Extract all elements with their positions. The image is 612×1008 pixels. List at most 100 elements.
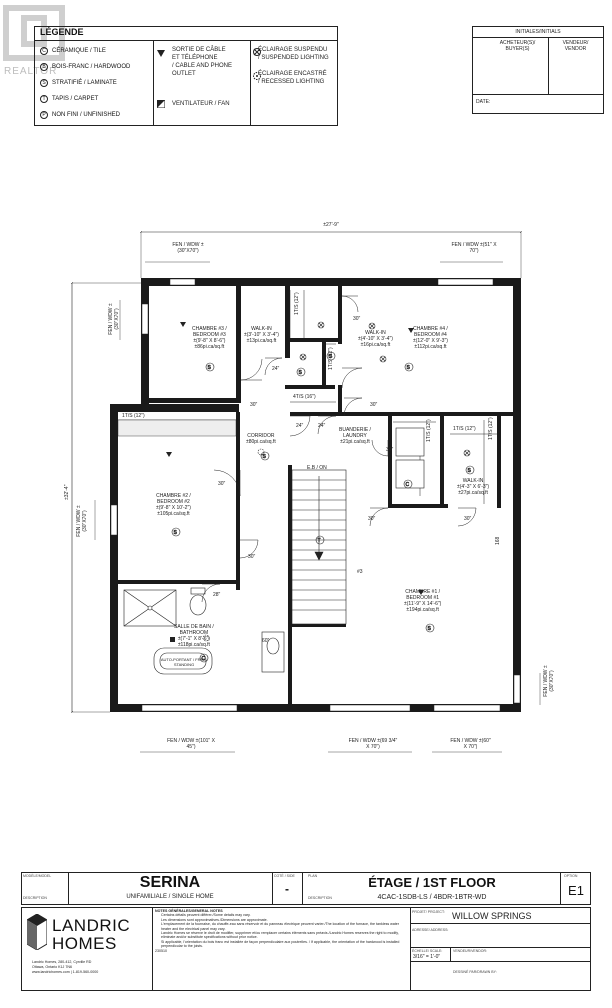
plan-field-label: PLAN <box>308 874 318 878</box>
shelf-walkin1-side: 1T/S (12") <box>488 417 494 440</box>
company-logo <box>27 914 47 950</box>
svg-text:S: S <box>299 370 303 376</box>
window-left-lower: FEN / WDW ±(30"X70") <box>76 505 88 537</box>
company-address-3: www.landrichomes.com | 1-819-560-0000 <box>32 970 99 974</box>
svg-text:S: S <box>407 365 411 371</box>
floor-plan: S S S S C S S C S S T <box>0 0 541 753</box>
tile-icon: C <box>40 47 48 55</box>
fixtures-symbols: S S S S C S S C S S T <box>171 321 475 663</box>
vendor-label: VENDEUR/ VENDOR <box>562 40 589 52</box>
legend-title-bar <box>34 26 338 41</box>
cable-legend-1: SORTIE DE CÂBLE <box>172 47 226 53</box>
company-address-1: Landric Homes, 280-412, Cyrville RD <box>32 960 92 964</box>
option-field-label: OPTION <box>564 874 578 878</box>
door-36: 36" <box>386 447 394 453</box>
hardwood-icon: B <box>40 63 48 71</box>
svg-text:C: C <box>202 656 206 662</box>
door-24-c: 24" <box>272 366 280 372</box>
cable-legend-3: / CABLE AND PHONE <box>172 63 233 69</box>
watermark-text: REALTOR <box>4 66 58 77</box>
initials-box <box>472 26 604 114</box>
model-description: UNIFAMILIALE / SINGLE HOME <box>126 894 214 900</box>
scale-value: 3/16" = 1'-0" <box>413 954 441 960</box>
fan-icon <box>157 100 165 108</box>
overall-width-label: ±27'-9" <box>323 222 339 228</box>
door-30-c: 30" <box>370 402 378 408</box>
general-notes: NOTES GÉNÉRALES/GENERAL NOTES Certains d… <box>155 909 400 953</box>
door-30-d: 30" <box>218 481 226 487</box>
company-name-2: HOMES <box>52 934 117 953</box>
recessed-legend-2: / RECESSED LIGHTING <box>258 79 325 85</box>
dim-60: 60" <box>262 638 270 644</box>
svg-text:S: S <box>468 468 472 474</box>
svg-text:S: S <box>174 530 178 536</box>
project-name: WILLOW SPRINGS <box>452 911 532 921</box>
svg-text:S: S <box>208 365 212 371</box>
cable-outlet-icon <box>157 50 165 57</box>
corridor-label: CORRIDOR ±80pi.ca/sq.ft <box>246 433 276 445</box>
shelf-bed2: 1T/S (12") <box>122 413 145 419</box>
recessed-light-icon <box>253 72 261 80</box>
svg-text:T: T <box>318 538 321 544</box>
stair-label: E.B / ON <box>307 465 327 471</box>
date-label: DATE: <box>476 99 491 105</box>
initials-title: INITIALES/INITIALS <box>515 29 561 35</box>
shelf-walkin3: 1T/S (12") <box>294 292 300 315</box>
outlet-bed3 <box>180 322 186 327</box>
stair-count: #3 <box>357 569 363 575</box>
bathroom-label: SALLE DE BAIN / BATHROOM ±(7'-1" X 8'-6"… <box>174 624 214 648</box>
window-left-upper: FEN / WDW ±(30"X70") <box>108 303 120 335</box>
laminate-icon: S <box>40 79 48 87</box>
window-top-left: FEN / WDW ±(30"X70") <box>172 242 204 254</box>
outlet-bed2 <box>166 452 172 457</box>
door-30-a: 30" <box>250 402 258 408</box>
vendor-field-label: VENDEUR/VENDOR: <box>453 949 488 953</box>
outlet-bed4 <box>408 328 414 333</box>
svg-text:S: S <box>428 626 432 632</box>
window-bottom-right: FEN / WDW ±(60" X 70") <box>450 738 491 750</box>
overall-depth-label: ±32'-4" <box>64 484 70 500</box>
shelf-hall: 4T/S (16") <box>293 394 316 400</box>
scale-field-label: ÉCHELLE/ SCALE: <box>412 949 443 953</box>
fan-legend: VENTILATEUR / FAN <box>172 101 230 107</box>
company-address-2: Ottawa, Ontario K1J 7N6 <box>32 965 72 969</box>
plan-desc-label: DESCRIPTION <box>308 896 332 900</box>
carpet-icon: T <box>40 95 48 103</box>
plan-name: ÉTAGE / 1ST FLOOR <box>368 875 496 890</box>
address-field-label: ADRESSE/ ADDRESS: <box>412 928 449 932</box>
tub-label: AUTO-PORTANT / FREE-STANDING <box>160 657 208 667</box>
svg-text:C: C <box>406 482 410 488</box>
svg-text:S: S <box>263 454 267 460</box>
dryer <box>395 459 425 489</box>
door-24-b: 24" <box>318 423 326 429</box>
walkin-1-label: WALK-IN ±(4'-3" X 6'-3") ±27pi.ca/sq.ft <box>457 478 490 496</box>
legend-title: LÉGENDE <box>40 27 84 37</box>
window-bottom-left: FEN / WDW ±(101" X 45") <box>167 738 215 750</box>
windows <box>110 278 521 712</box>
project-field-label: PROJET/ PROJECT: <box>412 910 445 914</box>
door-24-a: 24" <box>296 423 304 429</box>
window-bottom-mid: FEN / WDW ±(69 3/4" X 70") <box>348 738 398 750</box>
model-field-label: MODÈLE/MODEL <box>23 874 52 878</box>
cable-legend-2: ET TÉLÉPHONE <box>172 55 218 61</box>
bedroom-4-label: CHAMBRE #4 / BEDROOM #4 ±(12'-0" X 9'-3"… <box>413 326 448 350</box>
door-30-b: 30" <box>353 316 361 322</box>
bedroom-3-label: CHAMBRE #3 / BEDROOM #3 ±(9'-8" X 8'-6")… <box>192 326 227 350</box>
window-right: FEN / WDW ±(30"X70") <box>543 665 555 697</box>
company-name-1: LANDRIC <box>52 916 131 935</box>
cable-legend-4: OUTLET <box>172 71 196 77</box>
window-top-right: FEN / WDW ±(51" X 70") <box>451 242 497 254</box>
legend-divider-1 <box>153 41 154 126</box>
model-name: SERINA <box>139 874 201 891</box>
suspended-light-icon <box>253 48 261 56</box>
side-field-label: COTÉ / SIDE <box>274 874 295 878</box>
buyer-label: ACHETEUR(S)/ BUYER(S) <box>499 40 536 52</box>
washer <box>395 427 425 457</box>
plan-code: 4CAC-1SDB-LS / 4BDR-1BTR-WD <box>377 894 487 901</box>
outlet-bed1 <box>418 590 424 595</box>
exterior-walls <box>110 278 521 712</box>
interior-walls <box>118 286 517 704</box>
